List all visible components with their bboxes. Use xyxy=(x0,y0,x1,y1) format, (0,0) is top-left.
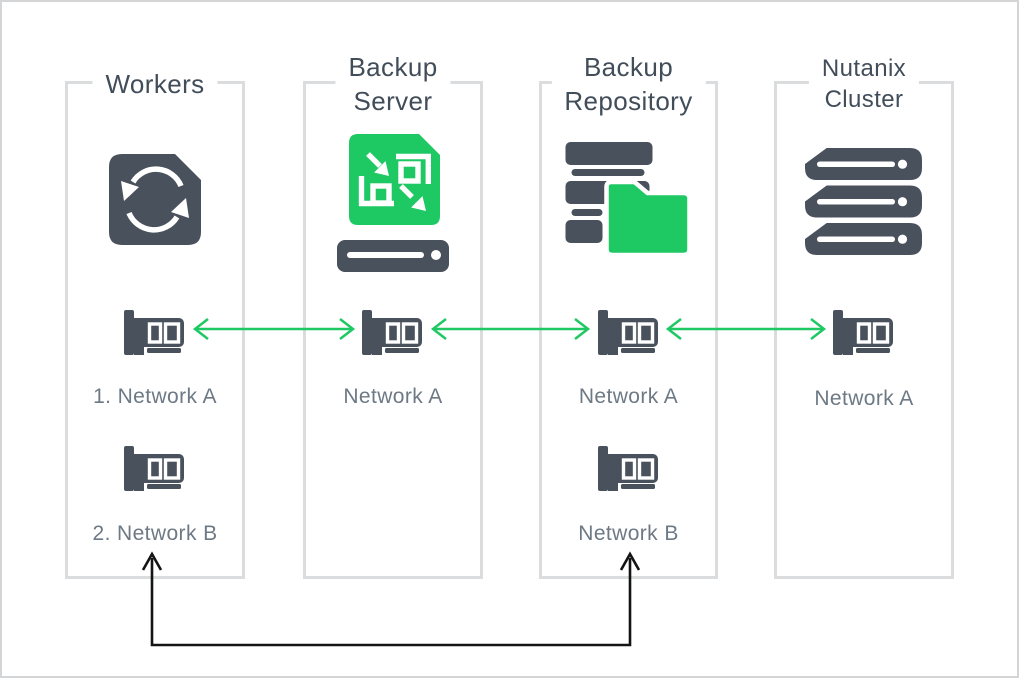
title-line: Server xyxy=(353,86,433,116)
network-label: 2. Network B xyxy=(92,522,218,545)
green-double-arrow xyxy=(190,316,358,342)
network-card-icon xyxy=(597,446,660,492)
title-line: Backup xyxy=(348,52,438,82)
workers-group-box: Workers 1. Netwo xyxy=(65,65,245,579)
nutanix-cluster-group-box: Nutanix Cluster xyxy=(774,51,954,579)
green-double-arrow xyxy=(428,316,593,342)
nutanix-cluster-title: Nutanix Cluster xyxy=(808,51,920,117)
green-double-arrow xyxy=(663,316,829,342)
backup-repository-icon xyxy=(565,142,692,258)
sync-document-icon xyxy=(109,154,201,245)
server-stack-icon xyxy=(805,148,923,256)
network-label: Network A xyxy=(343,385,443,408)
network-label: 1. Network A xyxy=(93,385,217,408)
network-label: Network B xyxy=(578,522,679,545)
network-card-icon xyxy=(597,310,660,356)
network-card-icon xyxy=(124,310,186,356)
network-card-icon xyxy=(362,310,424,356)
network-label: Network A xyxy=(814,387,914,410)
backup-server-title: Backup Server xyxy=(335,48,451,120)
network-label: Network A xyxy=(578,385,679,408)
workers-title: Workers xyxy=(92,65,218,103)
title-line: Repository xyxy=(564,86,693,116)
backup-server-icon xyxy=(335,134,451,272)
network-b-connector-arrow xyxy=(130,545,652,657)
network-card-icon xyxy=(833,310,895,356)
title-line: Nutanix xyxy=(821,55,907,82)
title-line: Backup xyxy=(583,52,674,82)
workers-title-line: Workers xyxy=(105,69,205,99)
network-card-icon xyxy=(124,446,186,492)
backup-repository-title: Backup Repository xyxy=(551,48,706,120)
title-line: Cluster xyxy=(824,86,904,113)
